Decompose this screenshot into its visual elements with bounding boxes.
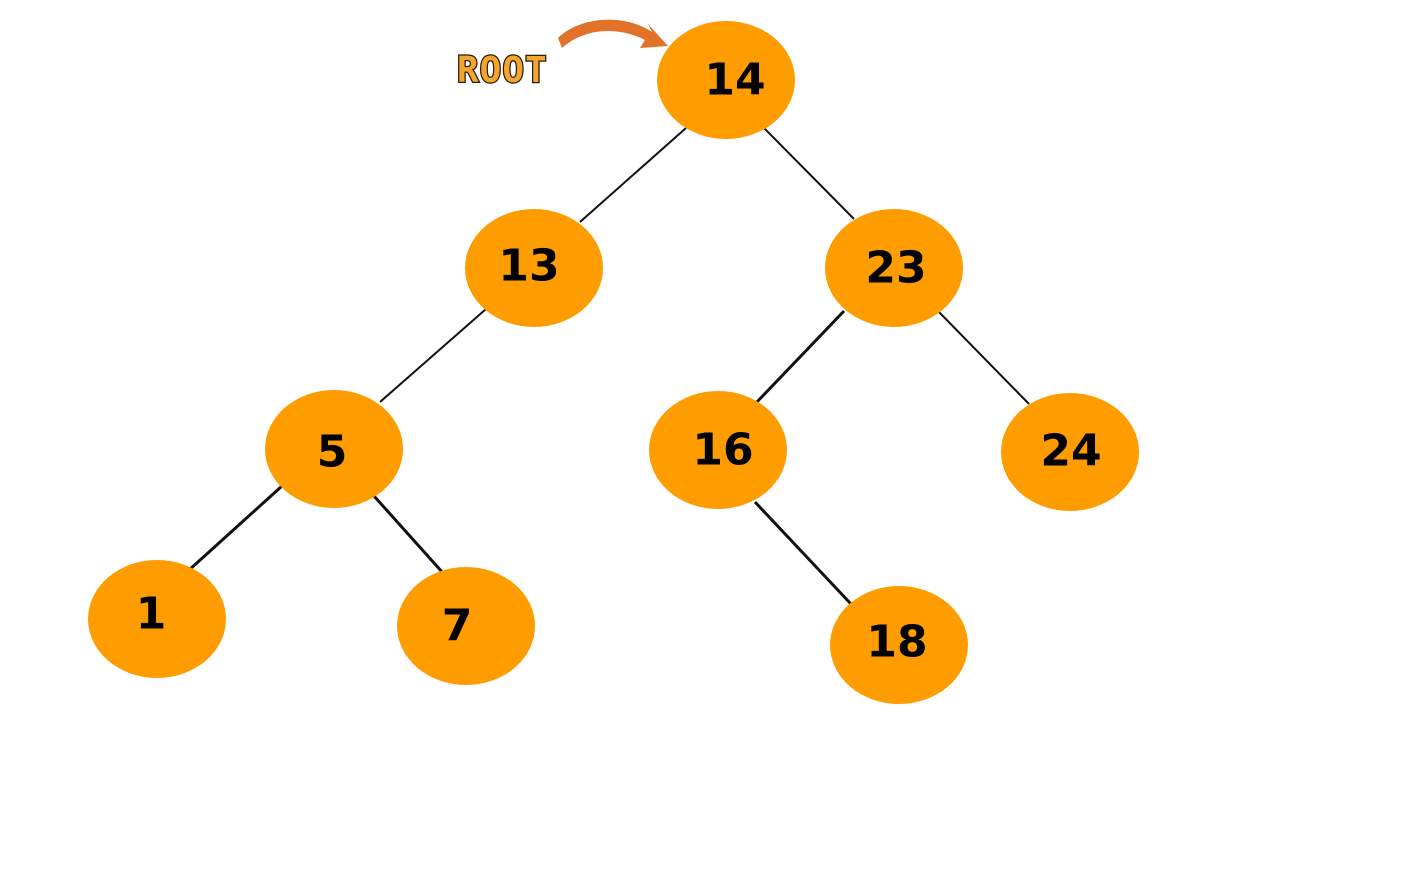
node-value: 7 <box>442 601 473 652</box>
node-value: 1 <box>136 589 167 640</box>
tree-node-23: 23 <box>825 209 963 327</box>
edge-23-24 <box>936 309 1030 405</box>
node-circle <box>265 390 403 508</box>
node-value: 5 <box>317 427 348 478</box>
node-value: 23 <box>865 243 926 294</box>
node-circle <box>649 391 787 509</box>
root-arrow-icon <box>558 19 668 48</box>
edge-14-13 <box>579 127 687 223</box>
edge-5-7 <box>372 494 445 575</box>
node-circle <box>825 209 963 327</box>
tree-node-24: 24 <box>1001 393 1139 511</box>
node-circle <box>465 209 603 327</box>
node-value: 18 <box>866 617 927 668</box>
node-value: 14 <box>704 55 765 106</box>
tree-node-7: 7 <box>397 567 535 685</box>
tree-node-16: 16 <box>649 391 787 509</box>
node-circle <box>1001 393 1139 511</box>
tree-node-18: 18 <box>830 586 968 704</box>
edge-23-16 <box>753 309 846 406</box>
tree-node-13: 13 <box>465 209 603 327</box>
node-value: 16 <box>692 425 753 476</box>
edge-14-23 <box>761 125 855 220</box>
edge-16-18 <box>753 500 853 606</box>
root-label: ROOT <box>457 50 548 91</box>
root-marker: ROOT <box>456 19 668 92</box>
node-circle <box>657 21 795 139</box>
node-value: 24 <box>1040 426 1101 477</box>
node-value: 13 <box>498 241 559 292</box>
edge-5-1 <box>186 484 284 573</box>
node-circle <box>88 560 226 678</box>
tree-node-14: 14 <box>657 21 795 139</box>
tree-node-1: 1 <box>88 560 226 678</box>
node-circle <box>830 586 968 704</box>
tree-edges <box>186 125 1030 606</box>
tree-node-5: 5 <box>265 390 403 508</box>
edge-13-5 <box>379 308 487 403</box>
tree-nodes: 14 13 23 5 16 24 1 7 <box>88 21 1139 704</box>
node-circle <box>397 567 535 685</box>
